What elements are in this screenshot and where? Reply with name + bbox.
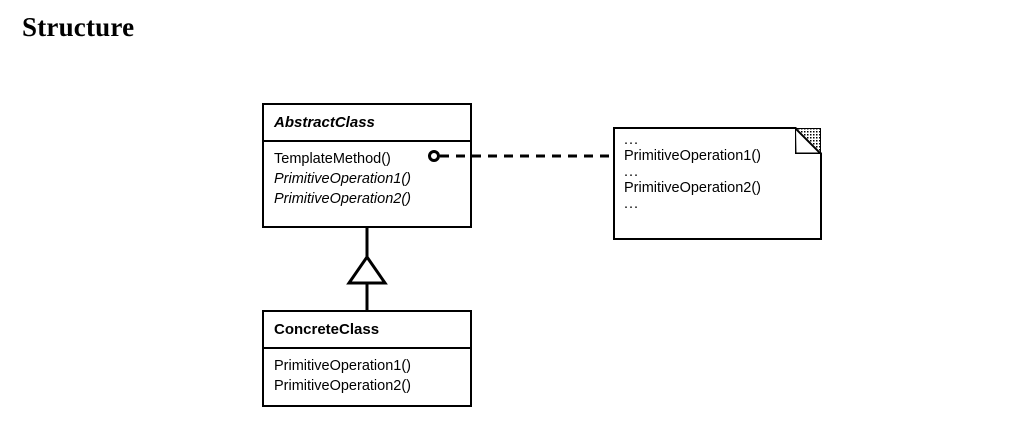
class-name-abstractclass: AbstractClass	[264, 105, 470, 142]
class-box-abstractclass[interactable]: AbstractClass TemplateMethod() Primitive…	[262, 103, 472, 228]
generalization-relationship	[346, 228, 388, 310]
operations-compartment-concreteclass: PrimitiveOperation1() PrimitiveOperation…	[264, 349, 470, 402]
note-content: ... PrimitiveOperation1() ... PrimitiveO…	[624, 132, 814, 212]
class-box-concreteclass[interactable]: ConcreteClass PrimitiveOperation1() Prim…	[262, 310, 472, 407]
operation-primitiveoperation1-concrete: PrimitiveOperation1()	[274, 358, 411, 374]
note-line-primitiveoperation2: PrimitiveOperation2()	[624, 180, 761, 196]
note-line-primitiveoperation1: PrimitiveOperation1()	[624, 148, 761, 164]
operation-primitiveoperation2-concrete: PrimitiveOperation2()	[274, 378, 411, 394]
operations-compartment-abstractclass: TemplateMethod() PrimitiveOperation1() P…	[264, 142, 470, 215]
note-line-ellipsis-3: ...	[624, 196, 640, 212]
note-box-pseudocode[interactable]: ... PrimitiveOperation1() ... PrimitiveO…	[613, 127, 822, 240]
note-line-ellipsis-2: ...	[624, 164, 640, 180]
note-line-ellipsis-1: ...	[624, 132, 640, 148]
class-name-concreteclass: ConcreteClass	[264, 312, 470, 349]
operation-primitiveoperation1-abstract: PrimitiveOperation1()	[274, 171, 411, 187]
note-body	[613, 127, 822, 240]
generalization-arrowhead	[346, 254, 388, 285]
page-title: Structure	[22, 12, 135, 42]
operation-templatemethod: TemplateMethod()	[274, 151, 391, 167]
operation-primitiveoperation2-abstract: PrimitiveOperation2()	[274, 191, 411, 207]
